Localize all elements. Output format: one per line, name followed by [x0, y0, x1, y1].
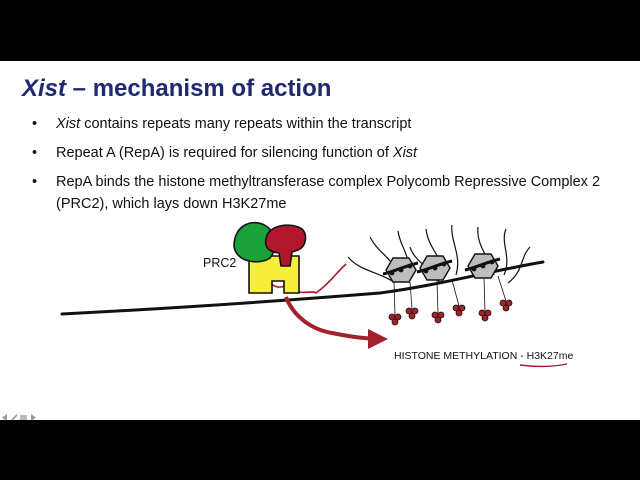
bullet-1-text: contains repeats many repeats within the… — [80, 116, 412, 132]
nucleosome-1 — [382, 257, 419, 283]
bullet-2: Repeat A (RepA) is required for silencin… — [32, 142, 616, 164]
methyl-mark — [478, 277, 492, 322]
methyl-mark — [405, 281, 419, 320]
nucleosome-3 — [464, 253, 501, 279]
slide: Xist – mechanism of action Xist contains… — [0, 61, 640, 420]
histone-methylation-label: HISTONE METHYLATION - H3K27me — [394, 350, 573, 362]
bullet-1: Xist contains repeats many repeats withi… — [32, 113, 616, 135]
nucleosome-2 — [416, 255, 453, 281]
methylation-label-text: HISTONE METHYLATION - — [394, 350, 527, 362]
menu-icon[interactable] — [20, 408, 27, 420]
prc2-complex — [233, 221, 307, 294]
player-controls — [2, 408, 36, 420]
pen-icon[interactable] — [11, 408, 18, 420]
prc2-red-subunit — [264, 224, 307, 267]
bullet-3: RepA binds the histone methyltransferase… — [32, 171, 616, 215]
xist-mechanism-diagram: PRC2 — [60, 221, 573, 368]
forward-arrow-icon[interactable] — [29, 408, 36, 420]
bullet-1-italic: Xist — [56, 116, 81, 132]
h3k27me-underline — [519, 363, 568, 368]
methyl-marks — [388, 275, 513, 326]
methyl-mark — [431, 279, 445, 324]
bullet-2-text: Repeat A (RepA) is required for silencin… — [56, 145, 393, 161]
methylation-arrow — [284, 296, 388, 349]
slide-title: Xist – mechanism of action — [22, 75, 331, 103]
methyl-mark — [451, 279, 466, 317]
bullet-2-italic: Xist — [392, 145, 418, 161]
nucleosome-array — [382, 253, 501, 283]
bullet-list: Xist contains repeats many repeats withi… — [32, 113, 616, 222]
back-arrow-icon[interactable] — [2, 408, 9, 420]
title-rest: – mechanism of action — [66, 75, 332, 102]
methyl-mark — [388, 281, 402, 326]
bullet-3-text: RepA binds the histone methyltransferase… — [56, 174, 601, 212]
title-italic: Xist — [22, 75, 67, 102]
methyl-mark — [497, 275, 513, 312]
h3k27me-label: H3K27me — [527, 350, 574, 362]
prc2-label: PRC2 — [203, 256, 236, 270]
